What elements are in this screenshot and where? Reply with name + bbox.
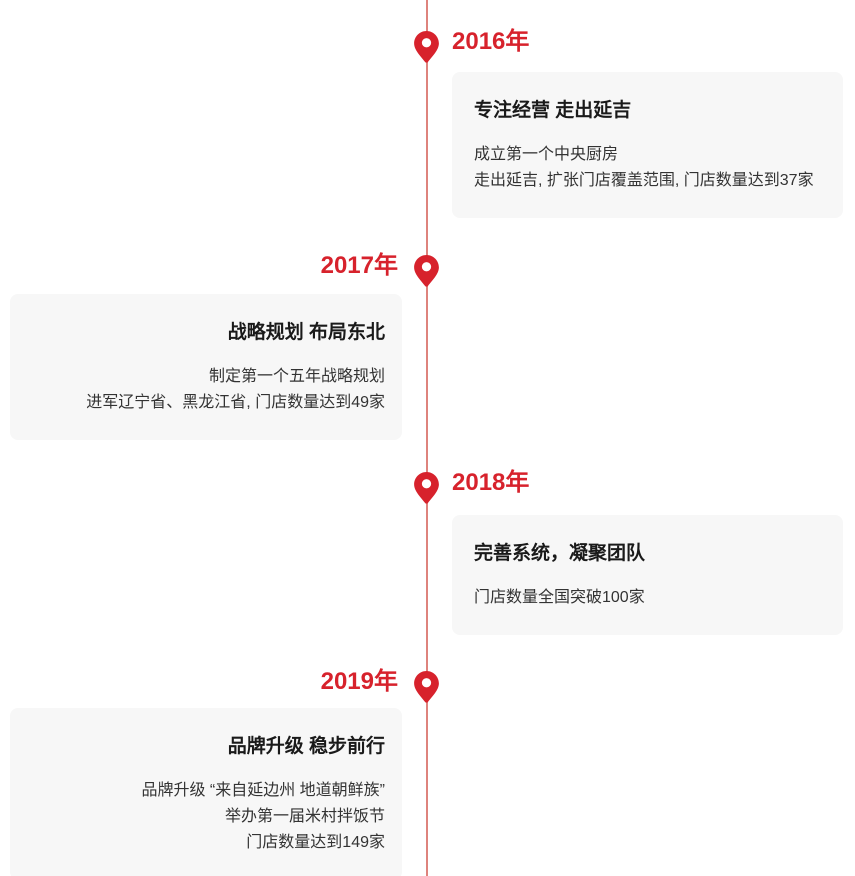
milestone-text-line: 制定第一个五年战略规划 [208,368,385,385]
milestone-card: 专注经营 走出延吉 成立第一个中央厨房 走出延吉, 扩张门店覆盖范围, 门店数量… [452,72,843,218]
milestone-title: 专注经营 走出延吉 [474,100,632,121]
milestone-card: 战略规划 布局东北 制定第一个五年战略规划 进军辽宁省、黑龙江省, 门店数量达到… [10,294,402,440]
milestone-title: 品牌升级 稳步前行 [227,736,385,757]
milestone-text-line: 举办第一届米村拌饭节 [224,808,385,825]
timeline-axis-line [426,0,428,876]
year-label: 2018年 [452,469,530,496]
milestone-card: 完善系统，凝聚团队 门店数量全国突破100家 [452,515,843,635]
location-pin-icon [414,31,439,63]
milestone-title: 战略规划 布局东北 [227,322,385,343]
milestone-text-line: 走出延吉, 扩张门店覆盖范围, 门店数量达到37家 [474,172,814,189]
milestone-text-line: 进军辽宁省、黑龙江省, 门店数量达到49家 [86,394,385,411]
location-pin-icon [414,671,439,703]
milestone-text-line: 门店数量全国突破100家 [474,589,645,606]
milestone-text-line: 品牌升级 “来自延边州 地道朝鲜族” [141,782,385,799]
milestone-card: 品牌升级 稳步前行 品牌升级 “来自延边州 地道朝鲜族” 举办第一届米村拌饭节 … [10,708,402,876]
year-label: 2017年 [320,252,398,279]
location-pin-icon [414,255,439,287]
year-label: 2016年 [452,28,530,55]
milestone-text-line: 成立第一个中央厨房 [474,146,619,163]
milestone-title: 完善系统，凝聚团队 [474,543,646,564]
location-pin-icon [414,472,439,504]
milestone-text-line: 门店数量达到149家 [246,834,385,851]
year-label: 2019年 [320,668,398,695]
